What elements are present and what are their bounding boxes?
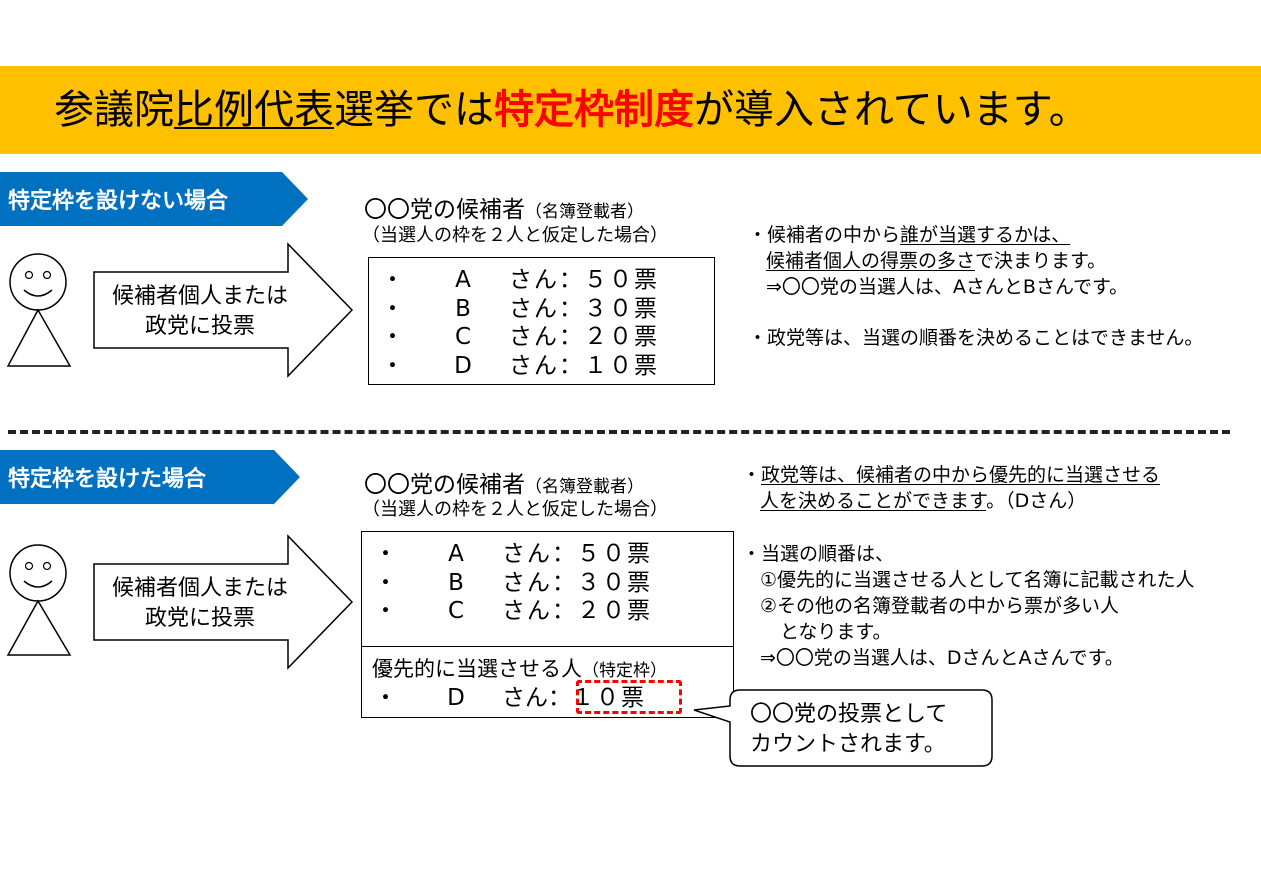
section1-result: ⇒〇〇党の当選人は、AさんとBさんです。 xyxy=(766,276,1129,298)
section2-heading: 〇〇党の候補者（名簿登載者） xyxy=(364,465,644,499)
page-title: 参議院比例代表選挙では特定枠制度が導入されています。 xyxy=(54,82,1089,138)
section2-arrow-line2: 政党に投票 xyxy=(144,606,255,631)
callout-text: 〇〇党の投票として カウントされます。 xyxy=(750,700,947,760)
title-text-5: が導入されています。 xyxy=(694,87,1089,133)
vote-highlight-box xyxy=(576,680,682,714)
section1-note1: ・候補者の中から誰が当選するかは、 候補者個人の得票の多さで決まります。 ⇒〇〇… xyxy=(748,224,1129,298)
section1-arrow-line1: 候補者個人または xyxy=(111,284,288,309)
section1-heading-note: （名簿登載者） xyxy=(525,202,644,222)
title-text-highlight: 特定枠制度 xyxy=(494,87,694,133)
section2-note2-item1: ①優先的に当選させる人として名簿に記載された人 xyxy=(760,569,1195,591)
section-divider xyxy=(8,430,1230,434)
priority-label: 優先的に当選させる人（特定枠） xyxy=(372,657,667,681)
section2-note2-item2: ②その他の名簿登載者の中から票が多い人 xyxy=(760,595,1120,617)
title-text-1: 参議院 xyxy=(54,87,174,133)
section2-heading-text: 〇〇党の候補者 xyxy=(364,472,525,498)
section2-note1: ・政党等は、候補者の中から優先的に当選させる 人を決めることができます。（Dさん… xyxy=(742,464,1161,512)
section2-note2: ・当選の順番は、 ①優先的に当選させる人として名簿に記載された人 ②その他の名簿… xyxy=(742,541,1194,671)
section2-heading-note: （名簿登載者） xyxy=(525,477,644,497)
section1-tag: 特定枠を設けない場合 xyxy=(0,172,308,226)
section2-note2-item2-cont: となります。 xyxy=(780,621,892,643)
section2-tag-label: 特定枠を設けた場合 xyxy=(8,467,207,492)
section1-note2: ・政党等は、当選の順番を決めることはできません。 xyxy=(748,327,1204,349)
section2-arrow-line1: 候補者個人または xyxy=(111,576,288,601)
vote-arrow-icon xyxy=(93,534,354,670)
section2-arrow-text: 候補者個人または 政党に投票 xyxy=(100,574,300,634)
section1-arrow-line2: 政党に投票 xyxy=(144,314,255,339)
callout-bubble xyxy=(693,689,993,767)
section1-subheading: （当選人の枠を２人と仮定した場合） xyxy=(362,225,668,246)
callout-line1: 〇〇党の投票として xyxy=(750,702,948,727)
section1-tag-label: 特定枠を設けない場合 xyxy=(8,189,229,214)
section2-subheading: （当選人の枠を２人と仮定した場合） xyxy=(362,499,668,520)
title-text-3: 選挙では xyxy=(334,87,494,133)
section2-note2-title: ・当選の順番は、 xyxy=(742,543,895,565)
title-banner: 参議院比例代表選挙では特定枠制度が導入されています。 xyxy=(0,66,1261,154)
section2-tag: 特定枠を設けた場合 xyxy=(0,450,300,504)
vote-arrow-icon xyxy=(93,242,354,378)
priority-divider xyxy=(362,646,733,647)
section2-result: ⇒〇〇党の当選人は、DさんとAさんです。 xyxy=(760,647,1124,669)
title-text-underlined: 比例代表 xyxy=(174,87,334,133)
section1-heading: 〇〇党の候補者（名簿登載者） xyxy=(364,190,644,224)
section1-heading-text: 〇〇党の候補者 xyxy=(364,197,525,223)
section1-arrow-text: 候補者個人または 政党に投票 xyxy=(100,282,300,342)
callout-line2: カウントされます。 xyxy=(750,732,946,757)
person-icon xyxy=(6,253,72,367)
person-icon xyxy=(6,544,72,656)
